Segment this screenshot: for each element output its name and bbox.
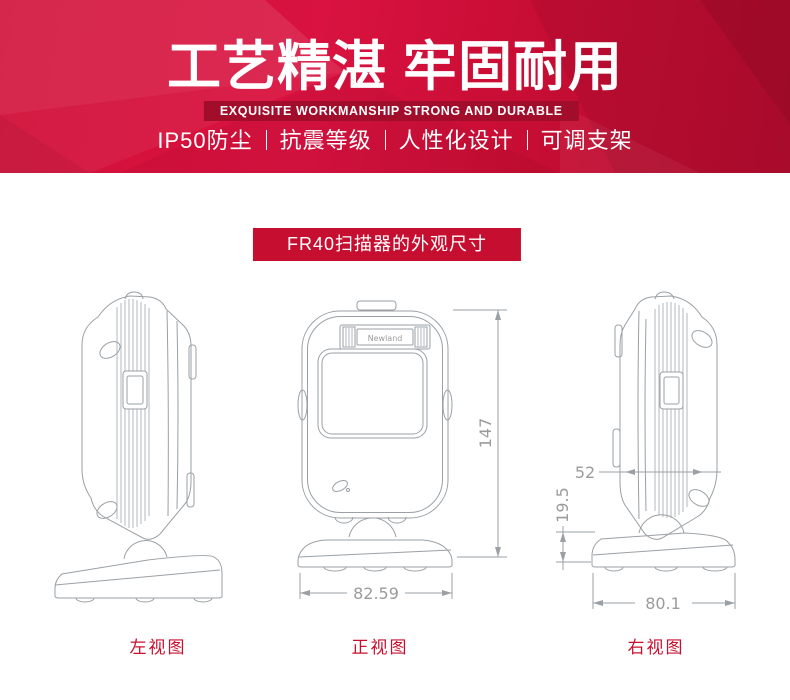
left-view-base-seam [55,570,220,585]
feature-ip50: IP50防尘 [157,128,253,154]
left-view-base-feet [76,598,212,602]
right-view-label: 右视图 [627,638,685,657]
right-view-side-clip-top [615,325,622,357]
left-view-seam-line2 [177,321,178,509]
front-view-base-feet [324,567,426,571]
left-view-top-knob [125,292,143,299]
right-view-screw-hole-top [689,327,715,351]
left-view-body-outline [82,296,191,539]
dim-width-82-59: 82.59 [300,573,452,603]
feature-divider [526,130,528,150]
left-view-side-clip-bottom [187,473,194,507]
left-view-screw-hole-bottom [94,498,120,522]
right-view-screw-hole-bottom [686,486,712,510]
svg-text:80.1: 80.1 [645,594,681,613]
front-view-body-feet [335,517,406,523]
front-view-logo-bracket-left [343,327,355,347]
left-view-side-clip-top [189,345,196,379]
right-view-base [592,533,735,567]
banner-facet-background [0,0,790,173]
left-view-vent-hatch [117,299,149,528]
feature-stand: 可调支架 [540,128,633,154]
front-view-base [298,540,452,567]
feature-design: 人性化设计 [398,128,514,154]
right-view-ball-joint [639,515,684,533]
svg-text:82.59: 82.59 [353,584,399,603]
front-view-label: 正视图 [351,638,409,657]
dim-height-147: 147 [453,310,507,557]
left-view-base [55,556,222,598]
dim-depth-52: 52 [575,463,721,482]
right-view-drawing: 52 19.5 80.1 [553,283,790,613]
dim-base-height-19-5: 19.5 [553,487,595,570]
hero-banner: 工艺精湛 牢固耐用 EXQUISITE WORKMANSHIP STRONG A… [0,0,790,173]
front-view-top-tab [357,301,396,310]
left-view-label: 左视图 [129,638,187,657]
right-view-base-seam [593,545,733,555]
right-view-body-outline [620,296,717,539]
front-view-ball-joint [349,518,396,537]
left-view-trigger-button-inner [127,376,143,404]
left-view-ball-joint [124,541,167,559]
front-view-side-notch-right [443,390,452,420]
right-view-top-knob [655,292,674,299]
front-view-scan-window-inner [322,353,423,434]
front-view-bracket-hatch [346,328,424,346]
left-view-screw-hole-top [97,338,123,362]
front-view-base-seam [299,550,451,557]
banner-subtitle-strip: EXQUISITE WORKMANSHIP STRONG AND DURABLE [203,101,579,121]
front-view-beeper-icon [331,478,349,493]
right-view-vent-hatch [655,302,687,518]
right-view-trigger-button-inner [664,377,679,404]
right-view-seam-line [638,311,639,519]
front-view-logo-box [357,329,413,345]
svg-text:19.5: 19.5 [553,487,572,523]
section-title-badge: FR40扫描器的外观尺寸 [252,228,521,261]
right-view-base-feet [605,567,727,571]
front-view-side-notch-left [298,390,307,420]
feature-divider [384,130,386,150]
right-view-seam-line2 [645,319,646,511]
left-view-drawing [48,283,238,613]
front-view-body-inner [308,317,443,513]
front-view-beeper-dot [346,488,350,492]
left-view-seam-line [167,311,168,516]
feature-list: IP50防尘抗震等级人性化设计可调支架 [0,125,790,156]
svg-text:52: 52 [575,463,595,482]
right-view-side-clip-bottom [613,429,620,467]
feature-shock: 抗震等级 [279,128,372,154]
dim-base-width-80-1: 80.1 [593,573,735,613]
front-view-logo-bracket-right [415,327,427,347]
front-view-scan-window-outer [318,349,427,438]
front-view-drawing: Newland 147 [285,283,515,603]
feature-divider [265,130,267,150]
svg-text:147: 147 [476,418,495,449]
banner-title: 工艺精湛 牢固耐用 [166,37,623,97]
brand-logo-text: Newland [368,334,403,343]
